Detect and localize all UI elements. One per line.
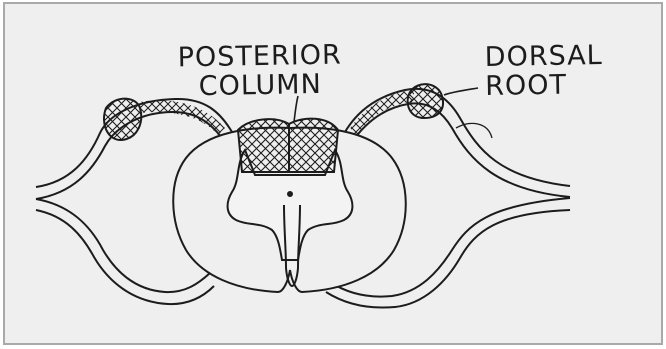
right-dorsal-root-ganglion xyxy=(408,84,443,118)
posterior-column-label-line1: POSTERIOR xyxy=(178,41,342,73)
left-dorsal-root-ganglion xyxy=(104,99,141,140)
dorsal-root-label: DORSAL ROOT xyxy=(485,41,604,101)
dorsal-root-label-line1: DORSAL xyxy=(485,41,603,72)
central-canal xyxy=(287,191,293,197)
posterior-column-label-line2: COLUMN xyxy=(178,70,342,102)
posterior-column-label: POSTERIOR COLUMN xyxy=(178,41,343,102)
dorsal-root-label-line2: ROOT xyxy=(485,70,603,101)
